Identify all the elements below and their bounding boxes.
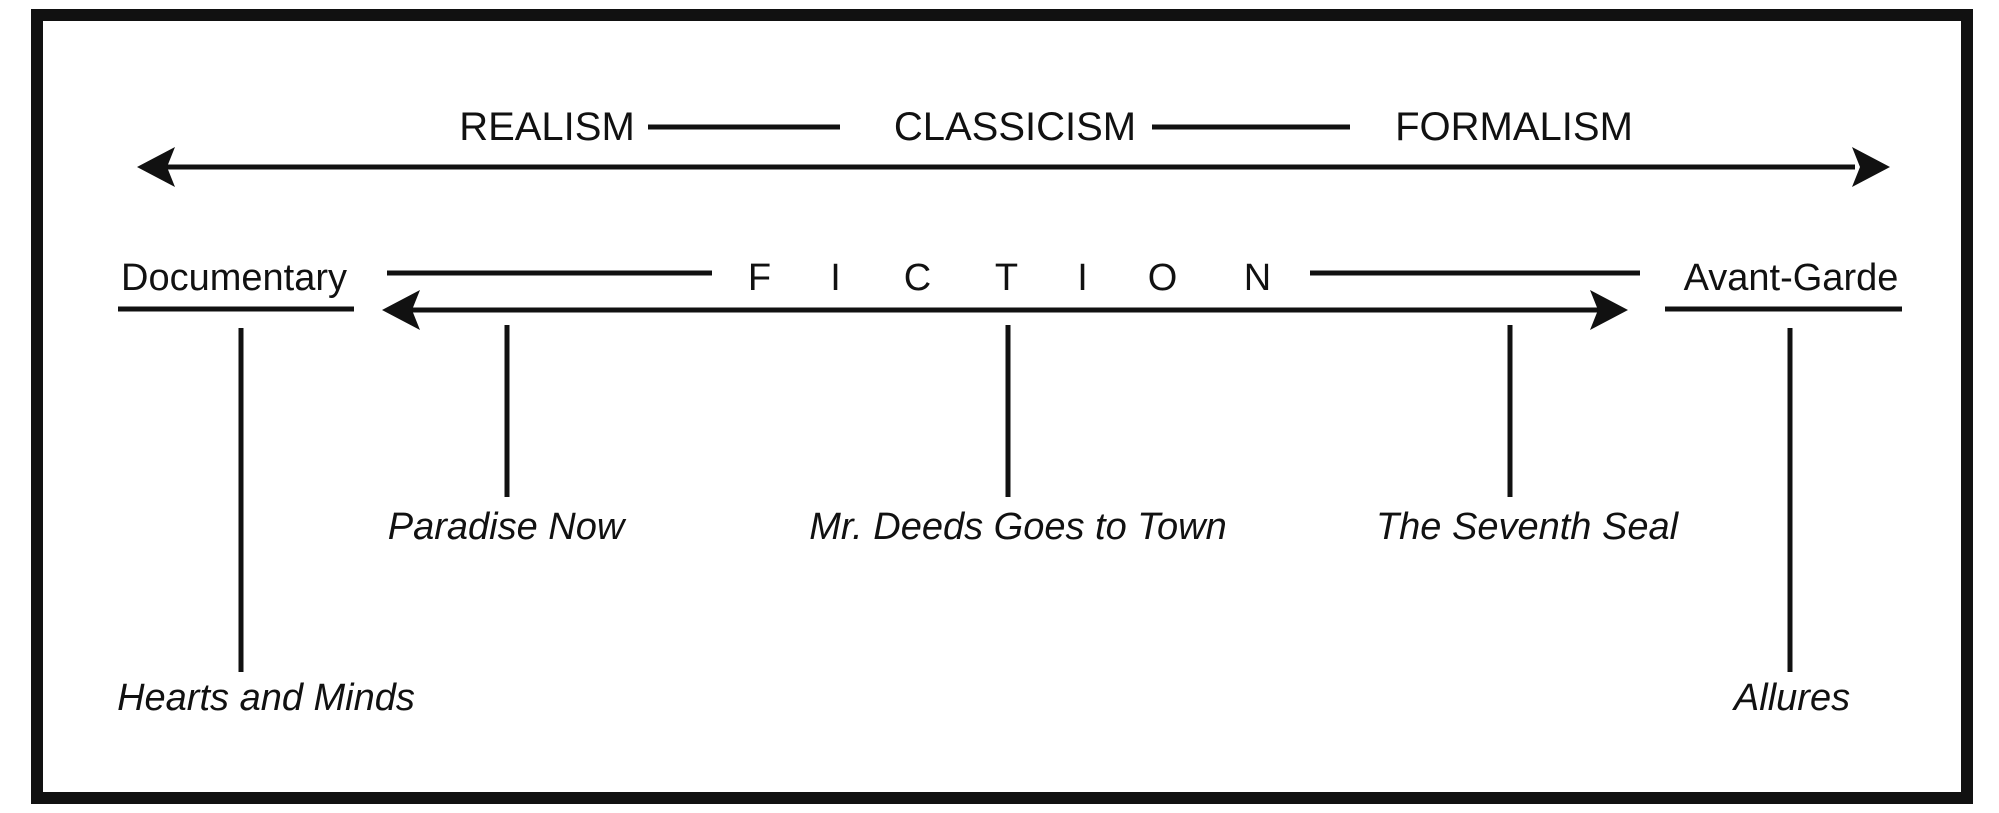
film-the-seventh-seal: The Seventh Seal [1376, 506, 1680, 548]
fiction-letter: C [904, 257, 932, 299]
fiction-label: F I C T I O N [748, 257, 1272, 299]
fiction-letter: I [830, 257, 842, 299]
fiction-spectrum-arrow [382, 290, 1628, 330]
fiction-letter: O [1148, 257, 1179, 299]
fiction-letter: I [1077, 257, 1089, 299]
fiction-letter: F [748, 257, 772, 299]
style-realism-label: REALISM [459, 105, 635, 149]
film-hearts-and-minds: Hearts and Minds [117, 677, 415, 719]
diagram-frame [31, 9, 1973, 804]
film-allures: Allures [1732, 677, 1850, 719]
category-documentary-label: Documentary [121, 257, 347, 299]
fiction-letter: N [1244, 257, 1272, 299]
style-spectrum-arrow [137, 147, 1890, 187]
style-formalism-label: FORMALISM [1395, 105, 1633, 149]
fiction-letter: T [995, 257, 1019, 299]
style-classicism-label: CLASSICISM [894, 105, 1136, 149]
film-paradise-now: Paradise Now [388, 506, 627, 548]
film-mr-deeds-goes-to-town: Mr. Deeds Goes to Town [809, 506, 1226, 548]
category-avant-garde-label: Avant-Garde [1684, 257, 1899, 299]
